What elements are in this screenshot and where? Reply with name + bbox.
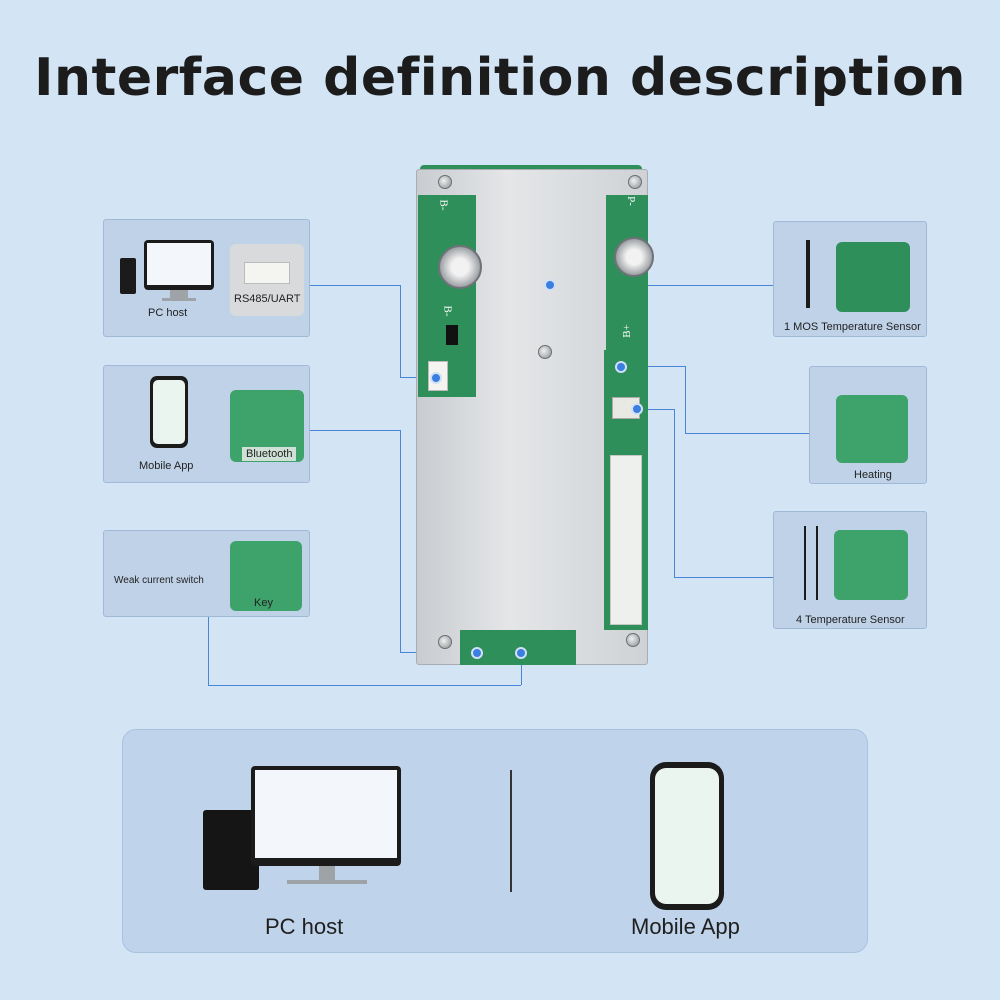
connection-dot (471, 647, 483, 659)
temp-sensor-card: 4 Temperature Sensor (773, 511, 927, 629)
monitor-icon (144, 240, 214, 290)
mobile-app-label: Mobile App (139, 460, 194, 472)
bottom-pc-host-label: PC host (265, 914, 344, 939)
divider (510, 770, 512, 892)
screw-icon (628, 175, 642, 189)
phone-icon (150, 376, 188, 448)
sensor-probe-icon (806, 240, 810, 308)
heating-label: Heating (854, 469, 892, 481)
temp-connector-thumb (834, 530, 908, 600)
heating-card: Heating (809, 366, 927, 484)
connection-dot (615, 361, 627, 373)
bottom-mobile-app-label: Mobile App (631, 914, 740, 939)
screw-icon (538, 345, 552, 359)
board-label-p-top: P- (624, 196, 637, 206)
phone-icon (650, 762, 724, 910)
connection-dot (544, 279, 556, 291)
bottom-panel: PC host Mobile App (122, 729, 868, 953)
mos-sensor-label: 1 MOS Temperature Sensor (784, 321, 921, 333)
b-minus-bolt-icon (438, 245, 482, 289)
screw-icon (438, 635, 452, 649)
bms-board: B- P- B- B+ (414, 165, 654, 670)
page-title: Interface definition description (34, 48, 966, 108)
connection-dot (515, 647, 527, 659)
board-label-b-plus: B+ (620, 324, 633, 338)
rs485-label: RS485/UART (234, 293, 301, 305)
pc-host-label: PC host (148, 307, 188, 319)
temp-sensor-label: 4 Temperature Sensor (796, 614, 905, 626)
monitor-icon (251, 766, 401, 866)
board-label-b-top: B- (437, 199, 450, 211)
rs485-port-thumb (230, 244, 304, 316)
bluetooth-label: Bluetooth (242, 447, 297, 461)
key-module-thumb (230, 541, 302, 611)
pc-tower-icon (120, 258, 136, 294)
switch-component (446, 325, 458, 345)
mobile-app-card: Mobile App Bluetooth (103, 365, 310, 483)
sensor-wires-icon (804, 526, 818, 600)
screw-icon (438, 175, 452, 189)
weak-switch-label: Weak current switch (114, 575, 204, 586)
board-label-b-minus: B- (441, 305, 454, 317)
screw-icon (626, 633, 640, 647)
key-label: Key (254, 597, 273, 609)
pc-host-card: PC host RS485/UART (103, 219, 310, 337)
mos-sensor-card: 1 MOS Temperature Sensor (773, 221, 927, 337)
heating-port-thumb (836, 395, 908, 463)
weak-switch-card: Weak current switch Key (103, 530, 310, 617)
connection-dot (631, 403, 643, 415)
pc-tower-icon (203, 810, 259, 890)
p-minus-bolt-icon (614, 237, 654, 277)
connection-dot (430, 372, 442, 384)
mos-board-thumb (836, 242, 910, 312)
